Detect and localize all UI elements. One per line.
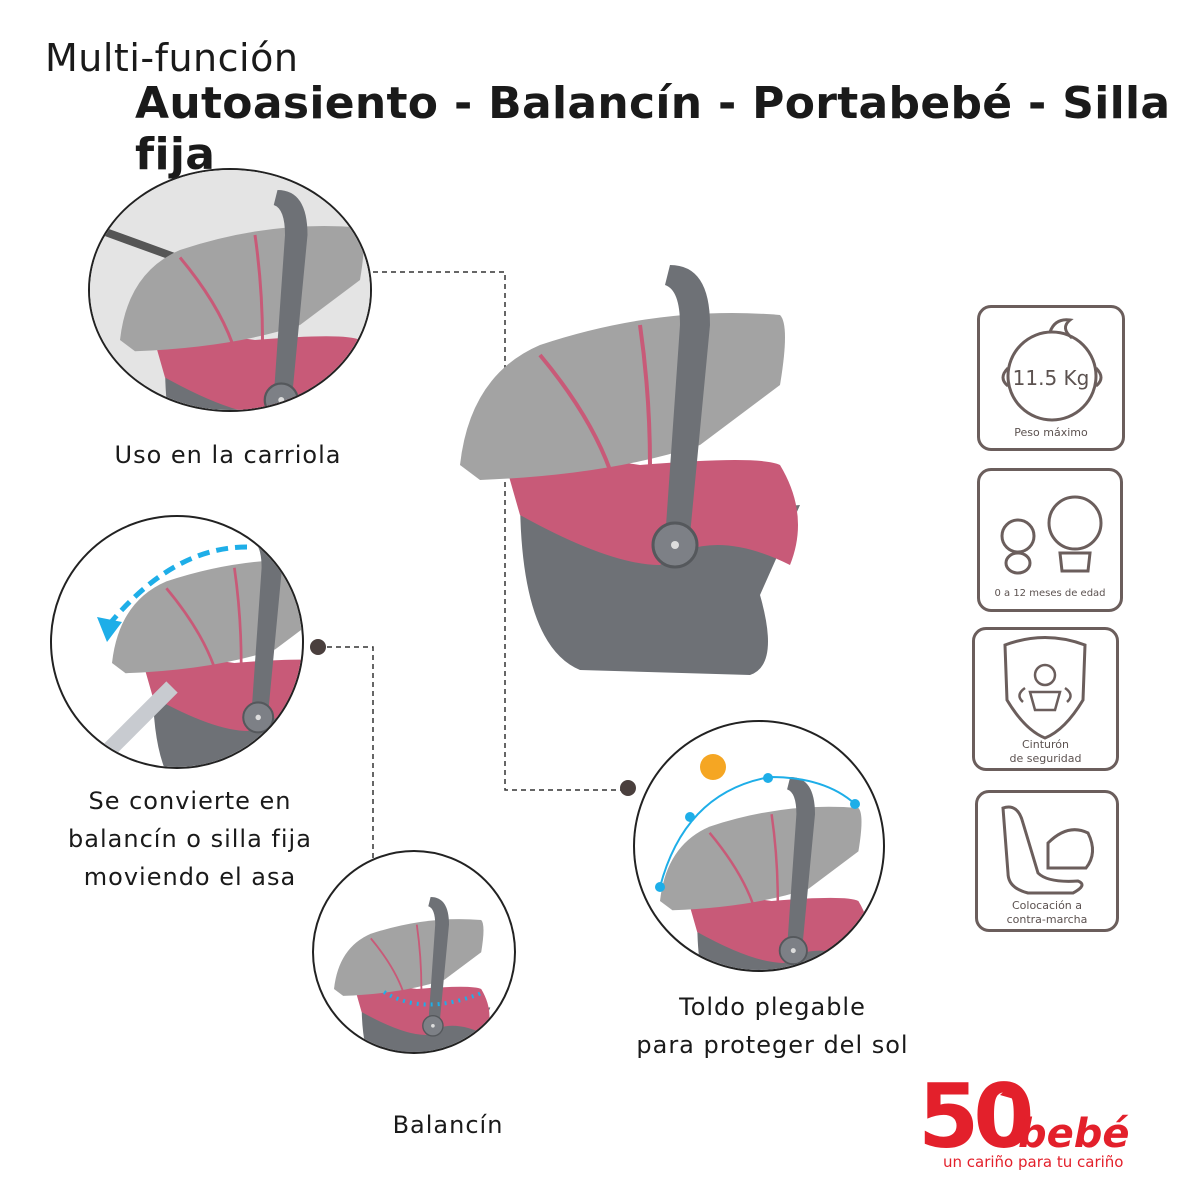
brand-logo-mark: 50 bebé	[918, 1065, 1130, 1168]
spec-label: Peso máximo	[1014, 426, 1088, 439]
rocker-image	[312, 850, 516, 1054]
baby-age-icon	[1000, 495, 1103, 575]
rocker-label: Balancín	[392, 1111, 504, 1139]
spec-label-line: Colocación a	[1011, 899, 1083, 912]
max-weight-value: 11.5 Kg	[1012, 366, 1090, 390]
spec-label: Cinturón de seguridad	[975, 738, 1116, 766]
spec-label: Colocación a contra-marcha	[978, 899, 1116, 927]
safety-harness-shield-icon	[1003, 636, 1087, 740]
canopy-label: Toldo plegable para proteger del sol	[620, 988, 925, 1064]
spec-label-line: de seguridad	[1009, 752, 1082, 765]
spec-label: 0 a 12 meses de edad	[994, 588, 1106, 599]
bullet-dot	[310, 639, 326, 655]
rear-facing-seat-icon	[1001, 805, 1094, 895]
sun-icon	[700, 754, 726, 780]
svg-text:bebé: bebé	[1018, 1111, 1130, 1155]
connector-convert	[318, 646, 374, 865]
connector-stroller-canopy	[355, 271, 628, 791]
spec-card-age: 0 a 12 meses de edad	[977, 468, 1123, 612]
spec-label-line: Cinturón	[1022, 738, 1069, 751]
car-seat-main-image	[460, 265, 800, 685]
convert-handle-image	[50, 515, 304, 769]
spec-card-rear-facing: Colocación a contra-marcha	[975, 790, 1119, 932]
svg-text:50: 50	[918, 1065, 1031, 1155]
convert-label-line: moviendo el asa	[83, 863, 297, 891]
spec-card-weight: 11.5 Kg Peso máximo	[977, 305, 1125, 451]
baby-weight-icon	[1001, 318, 1103, 422]
page-title: Autoasiento - Balancín - Portabebé - Sil…	[135, 78, 1171, 180]
bullet-dot	[620, 780, 636, 796]
convert-label-line: balancín o silla fija	[68, 825, 312, 853]
spec-card-harness: Cinturón de seguridad	[972, 627, 1119, 771]
rotate-arrow-icon	[105, 544, 248, 629]
stroller-use-image	[88, 168, 372, 412]
stroller-use-label: Uso en la carriola	[114, 441, 342, 469]
canopy-image	[633, 720, 885, 972]
subtitle: Multi-función	[45, 36, 299, 80]
spec-label-line: contra-marcha	[1006, 913, 1088, 926]
brand-logo: 50 bebé Desde 1973 un cariño para tu car…	[918, 1055, 1158, 1175]
convert-label: Se convierte en balancín o silla fija mo…	[40, 782, 340, 896]
brand-tagline: un cariño para tu cariño	[943, 1153, 1124, 1171]
canopy-label-line: para proteger del sol	[636, 1031, 909, 1059]
convert-label-line: Se convierte en	[88, 787, 292, 815]
canopy-label-line: Toldo plegable	[679, 993, 866, 1021]
